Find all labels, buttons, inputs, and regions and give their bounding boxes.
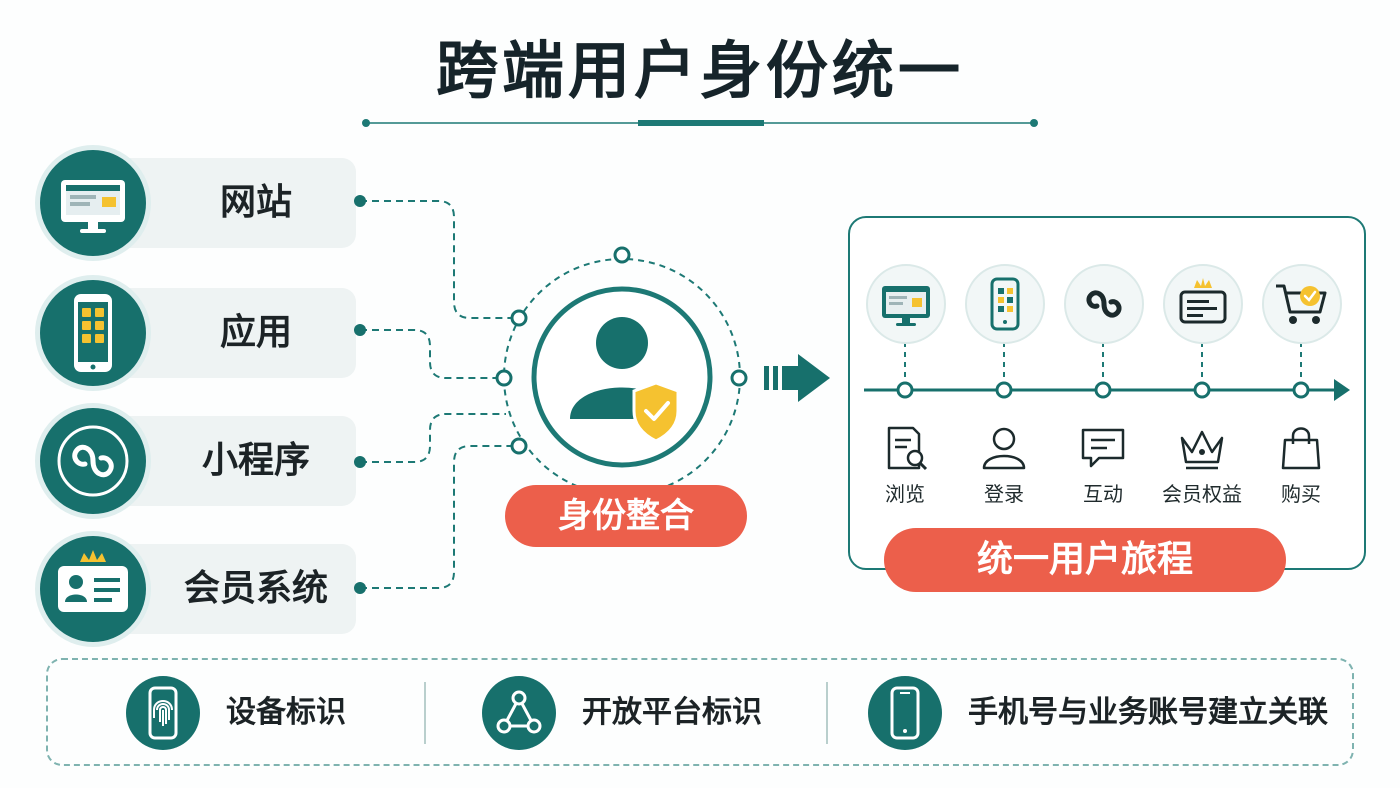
user-shield-icon	[530, 285, 714, 469]
journey-step-purchase: 购买	[1253, 424, 1349, 507]
network-nodes-icon	[482, 676, 556, 750]
login-user-icon	[982, 427, 1026, 470]
journey-step-browse: 浏览	[857, 424, 953, 507]
mini-program-icon	[1064, 264, 1144, 344]
divider	[826, 682, 828, 744]
channel-member-system: 会员系统	[40, 536, 356, 642]
channel-label: 会员系统	[183, 568, 328, 609]
shopping-bag-icon	[1281, 427, 1321, 470]
member-card-icon	[40, 536, 146, 642]
journey-step-label: 浏览	[885, 482, 925, 506]
crown-icon	[1180, 430, 1224, 470]
journey-step-member-benefits: 会员权益	[1154, 424, 1250, 507]
shopping-cart-icon	[1262, 264, 1342, 344]
phone-app-icon	[40, 280, 146, 386]
page-title: 跨端用户身份统一	[435, 34, 964, 107]
method-label: 设备标识	[226, 695, 346, 730]
journey-step-label: 购买	[1281, 482, 1321, 506]
journey-step-label: 互动	[1083, 482, 1123, 506]
channel-label: 应用	[219, 312, 292, 353]
flow-arrow-icon	[764, 354, 830, 402]
member-card-icon	[1163, 264, 1243, 344]
method-label: 手机号与业务账号建立关联	[968, 695, 1328, 730]
method-label: 开放平台标识	[582, 695, 762, 730]
channel-mini-program: 小程序	[40, 408, 356, 514]
channel-app: 应用	[40, 280, 356, 386]
channel-label: 网站	[219, 182, 292, 223]
journey-step-label: 会员权益	[1162, 482, 1242, 506]
monitor-icon	[40, 150, 146, 256]
channel-website: 网站	[40, 150, 356, 256]
journey-label: 统一用户旅程	[884, 528, 1286, 592]
monitor-icon	[866, 264, 946, 344]
divider	[424, 682, 426, 744]
title-underline	[362, 119, 1038, 127]
chat-bubble-icon	[1081, 428, 1125, 468]
mini-program-icon	[40, 408, 146, 514]
journey-step-login: 登录	[956, 424, 1052, 507]
channel-label: 小程序	[201, 440, 310, 481]
mobile-phone-icon	[868, 676, 942, 750]
journey-step-label: 登录	[984, 482, 1024, 506]
identification-methods-bar	[46, 658, 1354, 766]
fingerprint-phone-icon	[126, 676, 200, 750]
journey-step-interact: 互动	[1055, 424, 1151, 507]
phone-app-icon	[965, 264, 1045, 344]
core-label: 身份整合	[505, 485, 747, 547]
browse-document-icon	[887, 426, 928, 471]
